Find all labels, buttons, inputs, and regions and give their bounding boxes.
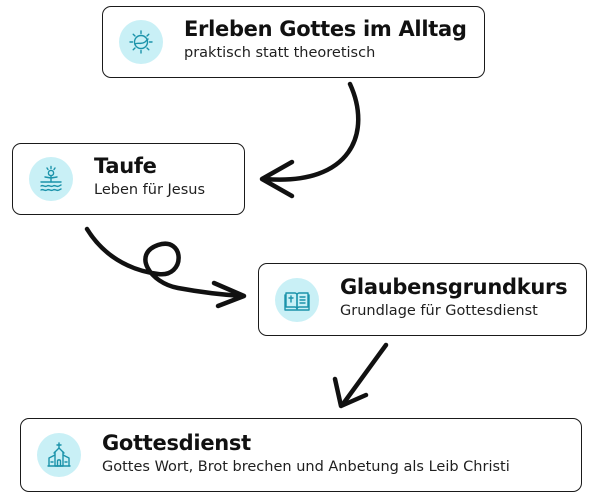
node-erleben-gottes: Erleben Gottes im Alltag praktisch statt… <box>102 6 485 78</box>
sun-hand-icon <box>129 30 153 54</box>
arrow-glaubensgrundkurs-to-gottesdienst <box>340 342 389 407</box>
node-subtitle: Leben für Jesus <box>94 182 206 198</box>
node-glaubensgrundkurs: Glaubensgrundkurs Grundlage für Gottesdi… <box>258 263 587 336</box>
node-title: Glaubensgrundkurs <box>340 275 568 299</box>
node-title: Erleben Gottes im Alltag <box>184 17 467 41</box>
arrowhead-glaubensgrundkurs-to-gottesdienst <box>332 376 369 409</box>
node-gottesdienst: Gottesdienst Gottes Wort, Brot brechen u… <box>20 418 582 492</box>
arrow-taufe-to-glaubensgrundkurs <box>84 226 246 299</box>
sun-hand-icon-bg <box>119 20 163 64</box>
baptism-water-icon <box>40 165 62 192</box>
church-icon <box>47 442 71 467</box>
node-taufe: Taufe Leben für Jesus <box>12 143 245 215</box>
bible-icon <box>284 292 310 311</box>
arrowhead-taufe-to-glaubensgrundkurs <box>211 280 247 309</box>
arrow-erleben-to-taufe <box>262 81 361 182</box>
baptism-water-icon-bg <box>29 157 73 201</box>
node-title: Gottesdienst <box>102 431 251 455</box>
bible-icon-bg <box>275 278 319 322</box>
node-title: Taufe <box>94 154 157 178</box>
node-subtitle: Gottes Wort, Brot brechen und Anbetung a… <box>102 459 510 475</box>
church-icon-bg <box>37 433 81 477</box>
arrowhead-erleben-to-taufe <box>259 159 295 199</box>
node-subtitle: Grundlage für Gottesdienst <box>340 303 538 319</box>
node-subtitle: praktisch statt theoretisch <box>184 45 376 61</box>
